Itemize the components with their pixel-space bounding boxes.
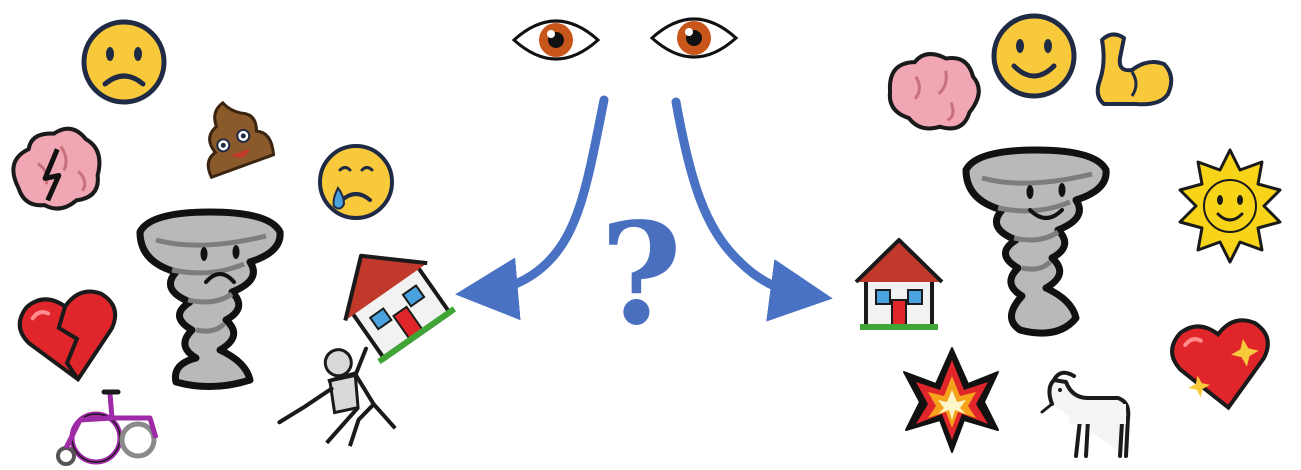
sparkling-heart-icon (1170, 318, 1270, 411)
flexed-biceps-icon (1095, 32, 1174, 107)
tilted-house-icon (343, 253, 457, 365)
question-mark: ? (600, 193, 683, 357)
goat-icon (1040, 370, 1131, 458)
pile-of-poo-icon (206, 100, 276, 180)
smiling-sun-icon (1178, 148, 1282, 264)
right-eye (649, 17, 739, 59)
happy-tornado-icon (962, 146, 1110, 337)
fencer-icon (277, 346, 397, 447)
left-eye (511, 19, 601, 61)
frowning-face-icon (81, 19, 167, 105)
smiling-face-icon (991, 13, 1077, 99)
right-scene (854, 13, 1282, 458)
brain-lightning-icon (11, 126, 102, 211)
sad-tornado-icon (136, 208, 284, 391)
crying-face-icon (318, 144, 394, 220)
arrow-right (671, 97, 833, 322)
eyes-icon (511, 17, 739, 61)
left-scene (11, 19, 457, 466)
broken-heart-icon (17, 289, 118, 383)
brain-icon (887, 52, 981, 131)
wheelchair-icon (56, 389, 159, 466)
arrow-left (455, 95, 609, 321)
house-icon (854, 238, 944, 330)
collision-icon (903, 347, 999, 453)
